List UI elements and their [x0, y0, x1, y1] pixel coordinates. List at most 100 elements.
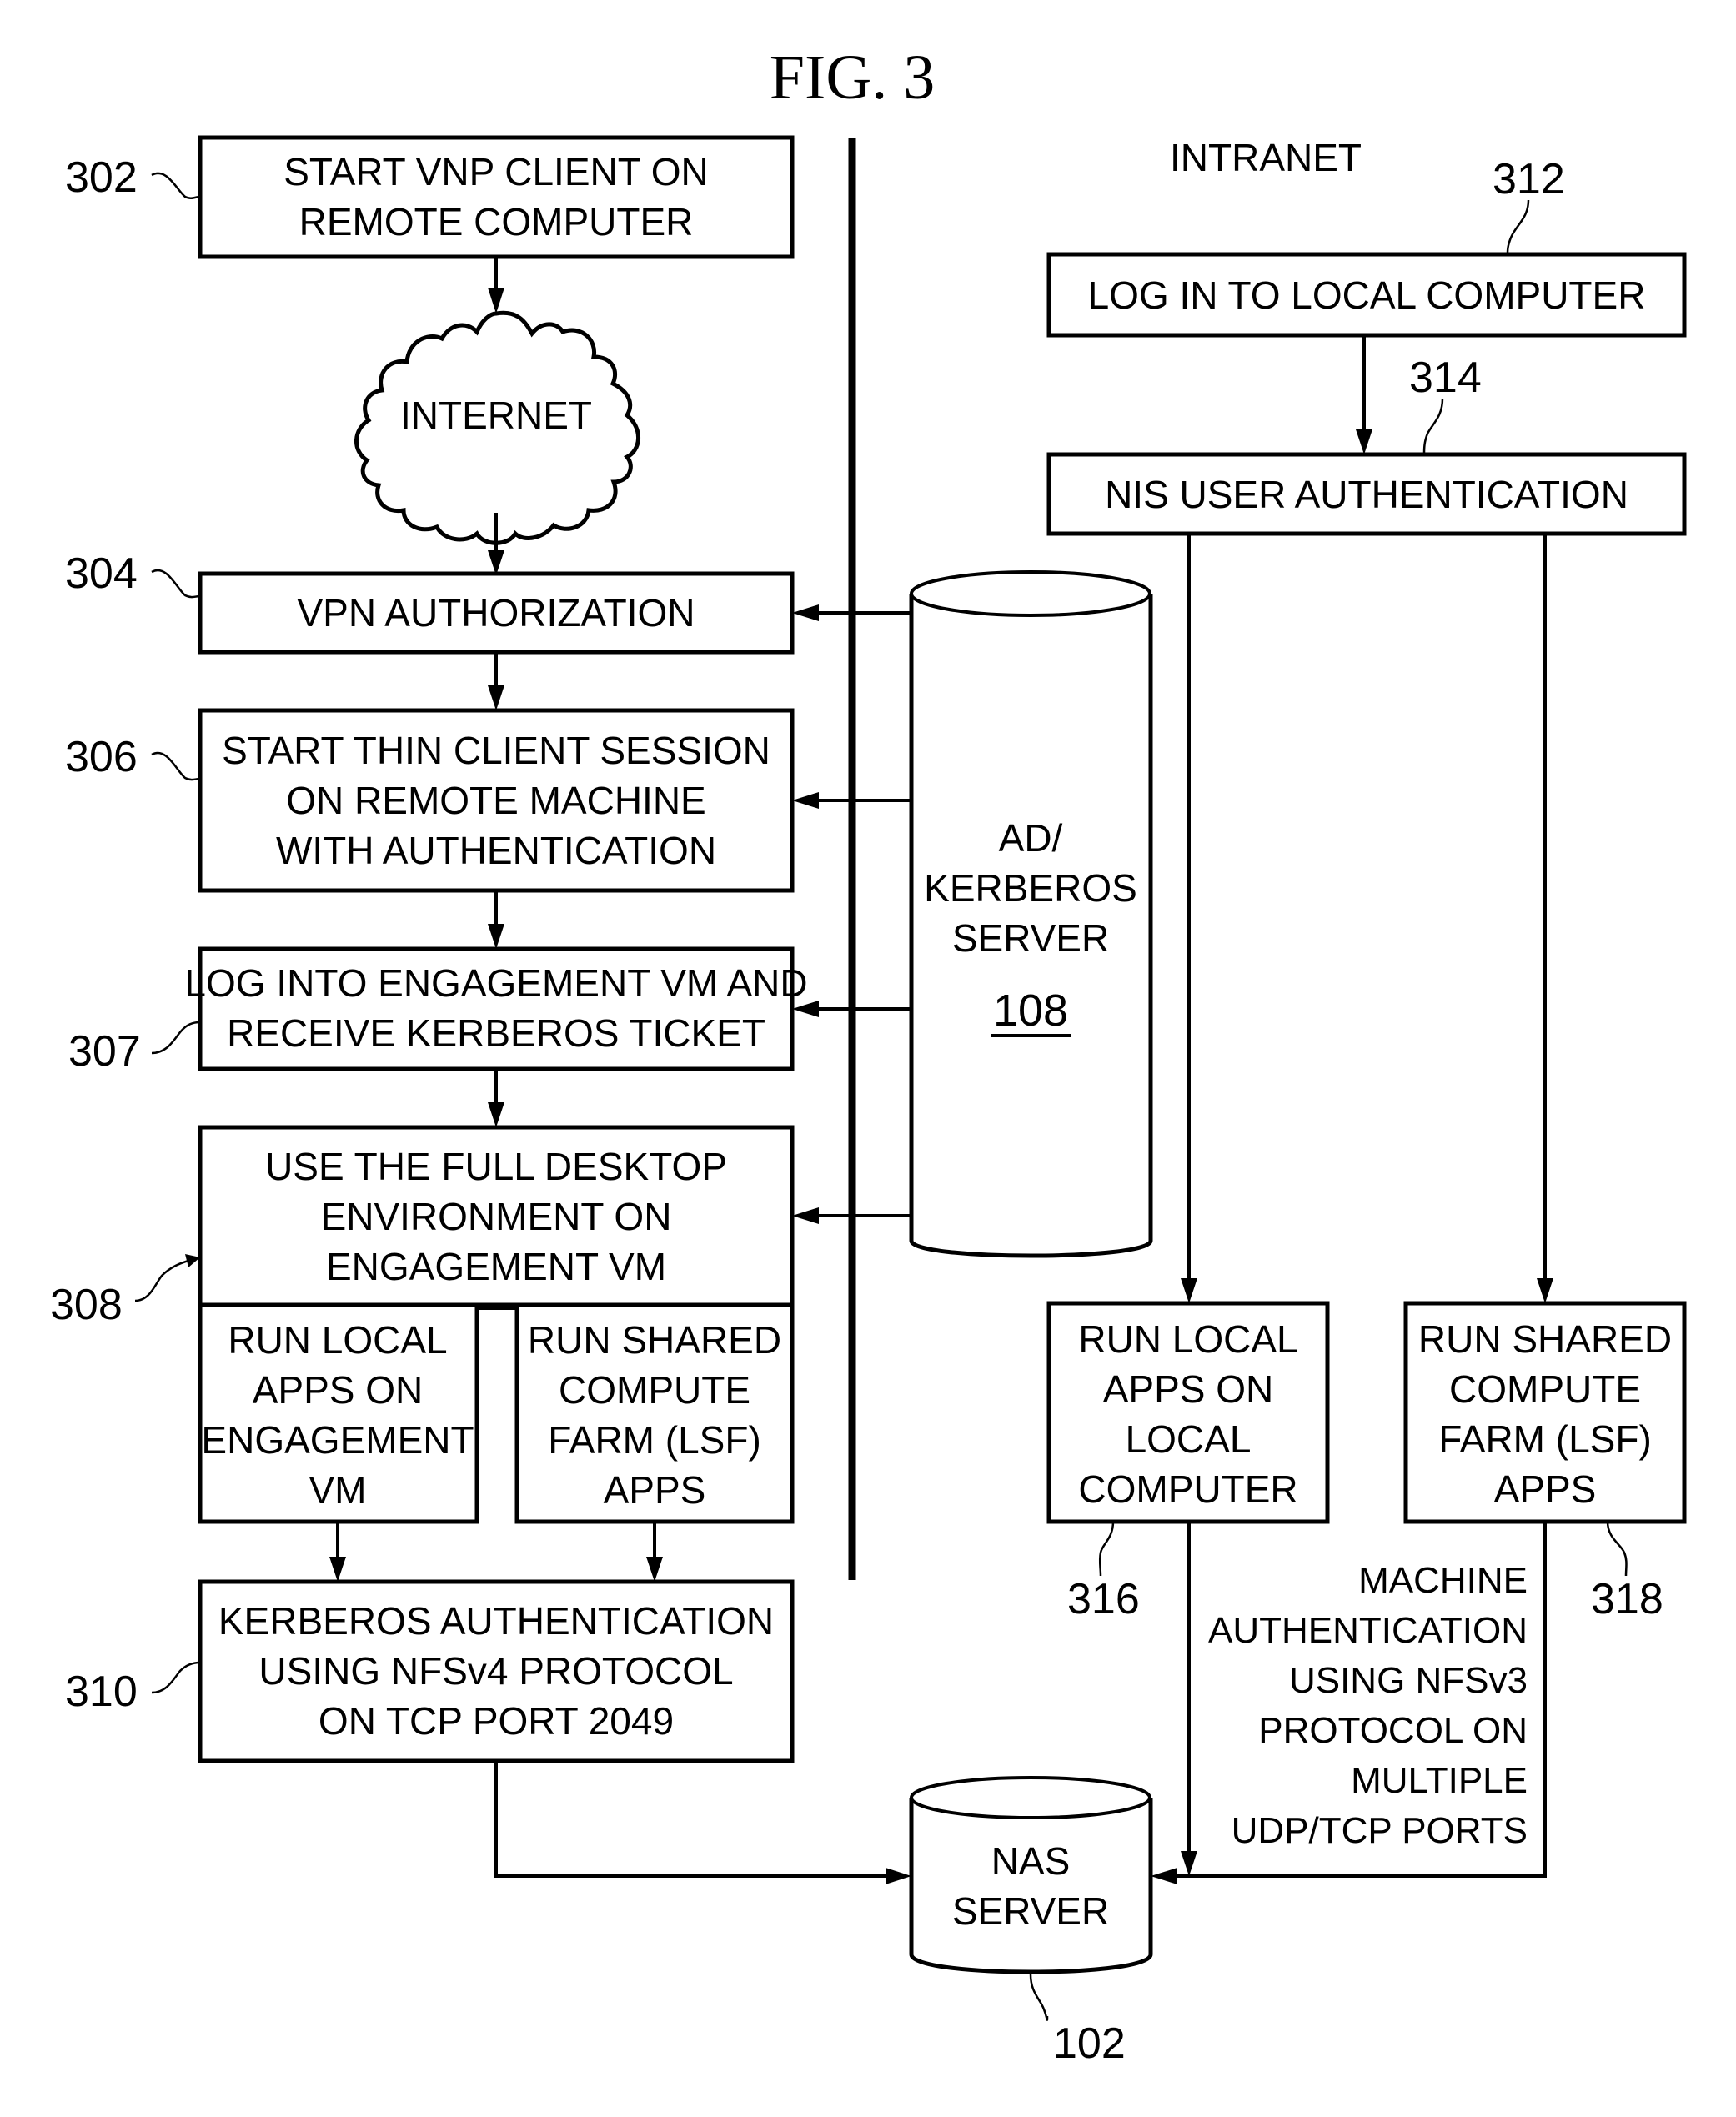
- figure-title: FIG. 3: [770, 43, 935, 113]
- ad-server-line-3: SERVER: [952, 916, 1109, 960]
- ref-318: 318: [1591, 1575, 1663, 1623]
- internet-cloud: INTERNET: [356, 313, 638, 543]
- ref-304: 304: [65, 549, 138, 598]
- arrowhead: [488, 1102, 504, 1127]
- ref-102: 102: [1053, 2019, 1126, 2068]
- ref-302: 302: [65, 153, 138, 202]
- step-307-engagement-vm-login: LOG INTO ENGAGEMENT VM AND RECEIVE KERBE…: [184, 949, 807, 1069]
- ref-308: 308: [50, 1281, 123, 1329]
- step-316-line-1: RUN LOCAL: [1078, 1317, 1297, 1361]
- ref-314: 314: [1409, 354, 1482, 402]
- leader-318: [1608, 1522, 1627, 1576]
- arrowhead: [1537, 1278, 1553, 1303]
- step-306-thin-client-session: START THIN CLIENT SESSION ON REMOTE MACH…: [200, 710, 792, 890]
- arrowhead: [1181, 1851, 1197, 1876]
- step-308-right-line-4: APPS: [604, 1468, 706, 1512]
- step-302-line-1: START VNP CLIENT ON: [283, 150, 709, 193]
- step-308-right-line-1: RUN SHARED: [528, 1318, 781, 1362]
- step-308-line-1: USE THE FULL DESKTOP: [265, 1145, 727, 1188]
- arrowhead: [1151, 1868, 1177, 1884]
- arrowhead: [1181, 1278, 1197, 1303]
- ad-server-ref: 108: [993, 986, 1068, 1036]
- step-304-vpn-authorization: VPN AUTHORIZATION: [200, 574, 792, 652]
- step-308-right-line-3: FARM (LSF): [548, 1418, 761, 1462]
- step-304-line-1: VPN AUTHORIZATION: [297, 591, 695, 635]
- step-314-nis-user-auth: NIS USER AUTHENTICATION: [1049, 454, 1684, 534]
- leader-102: [1031, 1974, 1047, 2020]
- step-318-line-3: FARM (LSF): [1438, 1417, 1652, 1461]
- nfsv3-line-6: UDP/TCP PORTS: [1232, 1810, 1528, 1851]
- step-310-line-2: USING NFSv4 PROTOCOL: [258, 1649, 733, 1693]
- leader-312: [1508, 200, 1528, 254]
- ad-server-line-1: AD/: [999, 816, 1063, 860]
- step-308-left-line-4: VM: [309, 1468, 367, 1512]
- step-316-line-4: COMPUTER: [1078, 1467, 1297, 1511]
- leader-306: [152, 753, 200, 780]
- leader-308: [135, 1259, 195, 1301]
- step-308-left-line-3: ENGAGEMENT: [201, 1418, 474, 1462]
- step-302-line-2: REMOTE COMPUTER: [299, 200, 694, 243]
- leader-316: [1100, 1522, 1113, 1576]
- nfsv3-annotation: MACHINE AUTHENTICATION USING NFSv3 PROTO…: [1208, 1560, 1528, 1851]
- step-306-line-1: START THIN CLIENT SESSION: [222, 729, 770, 772]
- step-310-line-3: ON TCP PORT 2049: [319, 1699, 674, 1743]
- step-307-line-2: RECEIVE KERBEROS TICKET: [227, 1011, 765, 1055]
- step-308-left-line-2: APPS ON: [253, 1368, 424, 1412]
- arrowhead: [792, 792, 819, 809]
- step-308-right-line-2: COMPUTE: [559, 1368, 750, 1412]
- ref-312: 312: [1493, 155, 1565, 203]
- leader-304: [152, 570, 200, 597]
- step-318-line-1: RUN SHARED: [1418, 1317, 1672, 1361]
- ref-316: 316: [1067, 1575, 1140, 1623]
- step-318-line-4: APPS: [1494, 1467, 1597, 1511]
- leader-310: [152, 1663, 200, 1693]
- internet-label: INTERNET: [400, 394, 592, 437]
- step-310-line-1: KERBEROS AUTHENTICATION: [218, 1599, 774, 1643]
- nas-server-line-2: SERVER: [952, 1889, 1109, 1933]
- step-310-kerberos-nfsv4: KERBEROS AUTHENTICATION USING NFSv4 PROT…: [200, 1582, 792, 1761]
- nfsv3-line-1: MACHINE: [1358, 1560, 1528, 1601]
- nfsv3-line-3: USING NFSv3: [1289, 1660, 1528, 1701]
- arrowhead: [329, 1557, 346, 1582]
- step-306-line-2: ON REMOTE MACHINE: [286, 779, 705, 822]
- arrowhead: [488, 924, 504, 949]
- step-316-line-2: APPS ON: [1103, 1367, 1274, 1411]
- step-308-line-3: ENGAGEMENT VM: [326, 1245, 666, 1288]
- intranet-zone-label: INTRANET: [1170, 136, 1362, 179]
- leader-302: [152, 173, 200, 198]
- step-318-line-2: COMPUTE: [1449, 1367, 1641, 1411]
- step-316-line-3: LOCAL: [1126, 1417, 1252, 1461]
- step-302-start-vpn-client: START VNP CLIENT ON REMOTE COMPUTER: [200, 138, 792, 257]
- arrow-310-to-nas: [496, 1761, 905, 1876]
- step-306-line-3: WITH AUTHENTICATION: [276, 829, 716, 872]
- arrowhead: [792, 1207, 819, 1224]
- nas-server-cylinder: NAS SERVER: [911, 1778, 1151, 1972]
- ref-307: 307: [68, 1027, 141, 1076]
- step-314-line-1: NIS USER AUTHENTICATION: [1105, 473, 1628, 516]
- ref-310: 310: [65, 1668, 138, 1716]
- step-312-log-in-local: LOG IN TO LOCAL COMPUTER: [1049, 254, 1684, 335]
- arrowhead: [792, 604, 819, 621]
- arrowhead: [646, 1557, 663, 1582]
- ref-306: 306: [65, 733, 138, 781]
- arrowhead: [1356, 429, 1372, 454]
- leader-307: [152, 1022, 200, 1053]
- ad-server-line-2: KERBEROS: [924, 866, 1137, 910]
- step-318-run-shared-apps: RUN SHARED COMPUTE FARM (LSF) APPS: [1406, 1303, 1684, 1522]
- leader-arrowhead: [185, 1254, 200, 1267]
- step-308-line-2: ENVIRONMENT ON: [321, 1195, 672, 1238]
- ad-kerberos-server-cylinder: AD/ KERBEROS SERVER 108: [911, 572, 1151, 1256]
- arrowhead: [886, 1868, 911, 1884]
- nfsv3-line-4: PROTOCOL ON: [1258, 1710, 1528, 1751]
- step-312-line-1: LOG IN TO LOCAL COMPUTER: [1088, 273, 1646, 317]
- step-308-full-desktop: USE THE FULL DESKTOP ENVIRONMENT ON ENGA…: [200, 1127, 792, 1524]
- arrowhead: [488, 288, 504, 314]
- nfsv3-line-2: AUTHENTICATION: [1208, 1610, 1528, 1651]
- step-316-run-local-apps: RUN LOCAL APPS ON LOCAL COMPUTER: [1049, 1303, 1327, 1522]
- step-307-line-1: LOG INTO ENGAGEMENT VM AND: [184, 961, 807, 1005]
- nas-server-line-1: NAS: [991, 1839, 1071, 1883]
- leader-314: [1424, 399, 1442, 454]
- step-308-left-line-1: RUN LOCAL: [228, 1318, 447, 1362]
- nfsv3-line-5: MULTIPLE: [1351, 1760, 1528, 1801]
